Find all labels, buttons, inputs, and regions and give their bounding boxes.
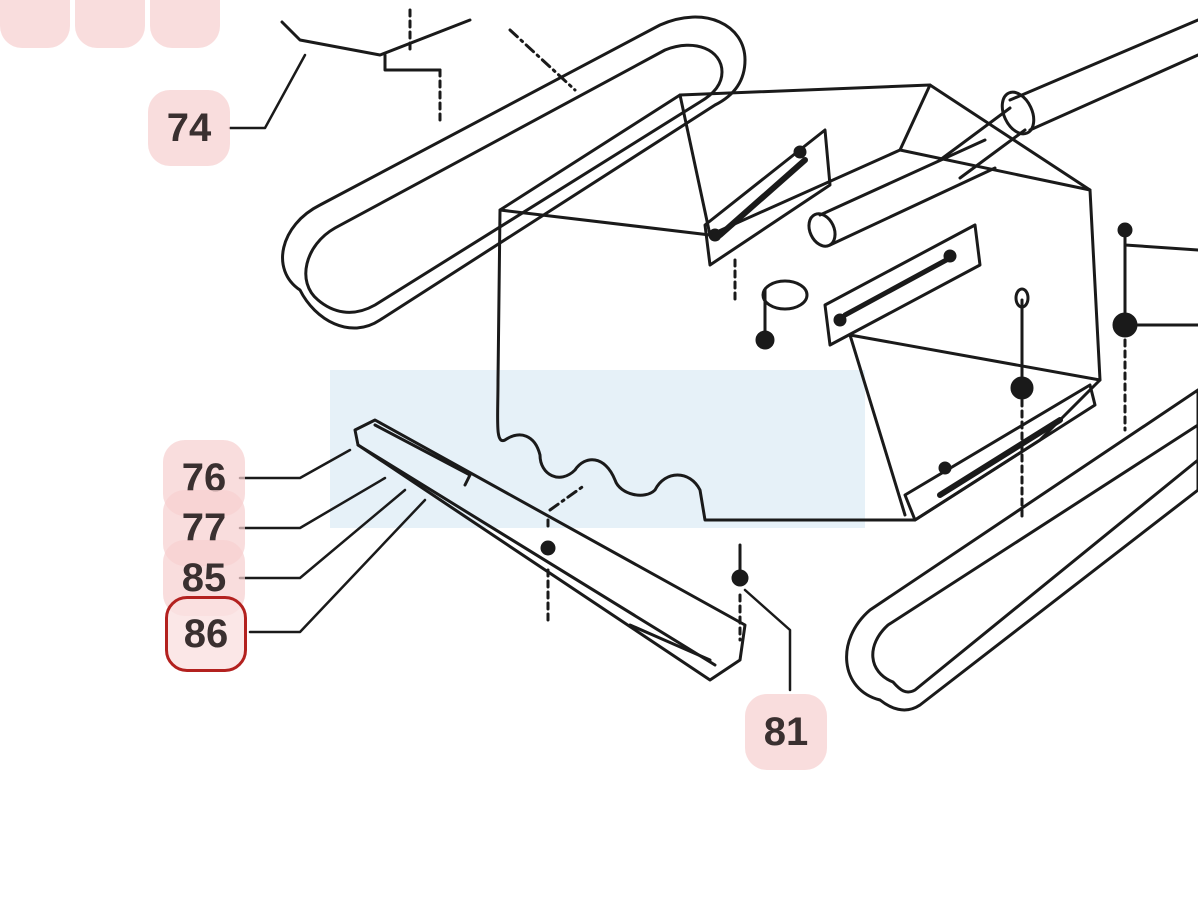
leader-74 [228, 53, 307, 130]
callout-81[interactable]: 81 [745, 694, 827, 770]
callout-partial-2[interactable] [75, 0, 145, 48]
leader-81 [743, 588, 792, 692]
leader-76 [238, 448, 352, 480]
handle-tube [938, 18, 1198, 180]
callout-85-label: 85 [181, 555, 227, 600]
callout-74[interactable]: 74 [148, 90, 230, 166]
leader-86 [248, 498, 427, 634]
callout-74-label: 74 [166, 105, 212, 150]
skid-bar [353, 418, 747, 682]
callout-86[interactable]: 86 [165, 596, 247, 672]
leader-77 [238, 476, 387, 530]
right-track [845, 388, 1198, 712]
callout-partial-1[interactable] [0, 0, 70, 48]
callout-partial-3[interactable] [150, 0, 220, 48]
left-track [281, 15, 747, 330]
top-plate [280, 18, 472, 57]
highlight-band [330, 370, 865, 528]
main-housing [496, 83, 1102, 522]
callout-81-label: 81 [763, 709, 809, 754]
leader-85 [238, 488, 407, 580]
callout-86-label: 86 [183, 611, 229, 656]
